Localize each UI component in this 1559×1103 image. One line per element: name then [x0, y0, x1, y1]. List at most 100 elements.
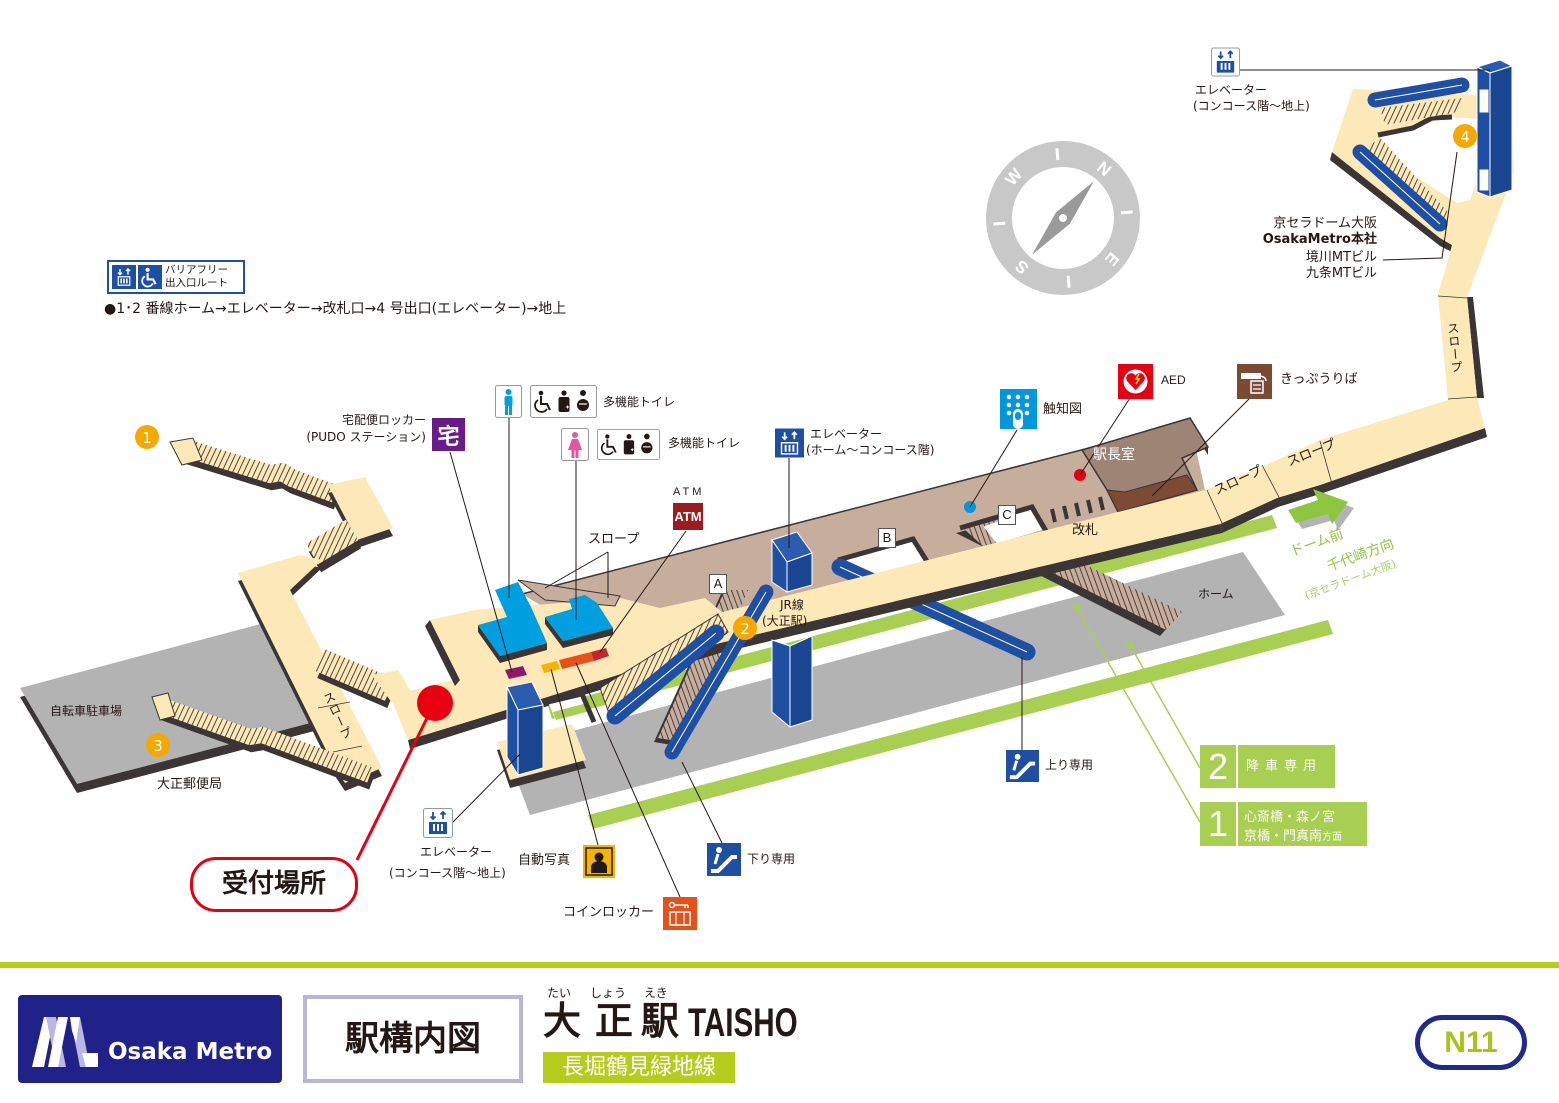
barrier-free-legend: バリアフリー 出入口ルート — [107, 260, 245, 294]
tactile-map-label: 触知図 — [1043, 402, 1083, 417]
exit-3-marker — [146, 733, 170, 757]
ticket-machine-icon — [1237, 364, 1272, 399]
toilet-women-shadow — [545, 617, 613, 648]
stair-b-label: B — [878, 528, 896, 548]
platform-area — [505, 552, 1285, 815]
vertical-slope — [1438, 295, 1477, 400]
coin-locker-spot — [559, 652, 594, 669]
track-2-label: 降車専用 — [1238, 745, 1335, 788]
slope-ramp — [517, 579, 621, 607]
stair-c-top — [962, 522, 998, 548]
left-slope — [238, 555, 382, 783]
track-1-destination-1: 心斎橋・森ノ宮 — [1244, 810, 1336, 825]
legend-title: バリアフリー 出入口ルート — [165, 264, 228, 290]
exit-4-number: 4 — [1460, 128, 1470, 146]
exit-3-stair — [157, 697, 373, 783]
compass-ticks — [993, 148, 1133, 288]
escalator-up-icon — [1005, 750, 1040, 782]
ticket-gates — [1050, 496, 1105, 523]
escalator-down-label: 下り専用 — [747, 852, 796, 866]
junction-stair — [315, 648, 395, 702]
toilet-label-2: 多機能トイレ — [668, 436, 741, 450]
station-name-char-1: 大 — [543, 999, 582, 1043]
slope-divider — [317, 701, 351, 709]
wheelchair-icon — [138, 265, 162, 289]
accessible-toilet-icons — [597, 428, 660, 461]
elevator-shaft-exit-4 — [1475, 59, 1514, 198]
barrier-free-route: ●1･2 番線ホーム→エレベーター→改札口→4 号出口(エレベーター)→地上 — [104, 301, 567, 317]
elevator-icon — [1211, 47, 1240, 77]
slope-divider — [332, 745, 363, 753]
track-2-number: 2 — [1200, 745, 1236, 788]
compass-center — [1059, 214, 1067, 222]
elevator-exit3-label-2: (コンコース階〜地上) — [389, 866, 506, 880]
exit-4-place-4: 九条MTビル — [1305, 266, 1377, 281]
toilet-label-1: 多機能トイレ — [603, 395, 676, 409]
elevator-platform-label-2: (ホーム〜コンコース階) — [806, 443, 935, 457]
escalator-1-lane-line — [614, 632, 717, 717]
delivery-locker-spot — [505, 666, 527, 679]
photo-booth-icon — [583, 845, 615, 878]
exit-4-escalator-upper-lane — [1374, 84, 1463, 101]
exit-2-number: 2 — [740, 620, 750, 638]
delivery-locker-label-1: 宅配便ロッカー — [341, 413, 426, 427]
document-title: 駅構内図 — [303, 995, 523, 1083]
escalator-down-icon — [707, 843, 741, 876]
track-1-direction-suffix: 方面 — [1322, 832, 1343, 843]
coin-locker-icon — [663, 897, 697, 930]
accessible-toilet-icons — [530, 385, 597, 418]
station-office-label: 駅長室 — [1093, 447, 1135, 463]
compass-ring — [986, 141, 1140, 295]
station-name-english: TAISHO — [688, 1001, 798, 1045]
right-slope-corridor — [1205, 398, 1485, 524]
toilet-men-shadow — [478, 625, 547, 663]
photo-booth-label: 自動写真 — [518, 853, 571, 868]
reception-location-dot — [417, 685, 453, 721]
atm-label: ATM — [673, 486, 705, 498]
toilet-women-icon — [561, 428, 589, 461]
corridor-notch-track — [553, 703, 590, 720]
bike-parking-label: 自転車駐車場 — [50, 704, 123, 718]
legend-line-2: 出入口ルート — [165, 277, 228, 289]
exit-2-marker — [733, 616, 757, 640]
osaka-metro-logo: Osaka Metro — [18, 995, 282, 1083]
legend-line-1: バリアフリー — [165, 264, 228, 276]
exit-1-stair — [179, 438, 339, 503]
delivery-locker-icon: 宅 — [432, 418, 465, 451]
elevator-shaft-street — [506, 681, 544, 777]
plaza-slope-label: スロープ — [588, 532, 640, 547]
concourse-edge — [521, 421, 1191, 595]
ruby-2: しょう — [590, 986, 627, 1000]
station-name-char-3: 駅 — [641, 999, 680, 1043]
slope-dividers — [1206, 440, 1333, 524]
track-leader-lines — [1073, 604, 1201, 823]
ticket-office-area — [1106, 474, 1198, 513]
ticket-gate-label: 改札 — [1072, 523, 1099, 538]
toilet-men — [478, 582, 547, 656]
exit-4-void-edge — [1377, 114, 1453, 138]
stair-c-label: C — [998, 505, 1016, 525]
elevator-shaft-platform-upper — [771, 531, 813, 593]
platform-label: ホーム — [1198, 587, 1234, 601]
escalator-up-label: 上り専用 — [1045, 758, 1094, 772]
compass: N E S W — [986, 141, 1140, 295]
station-code-badge: N11 — [1415, 1015, 1527, 1070]
exit-1-marker — [135, 425, 159, 449]
station-name-char-2: 正 — [595, 999, 634, 1043]
exit-4-place-1: 京セラドーム大阪 — [1273, 216, 1377, 231]
exit-4-place-3: 境川MTビル — [1305, 250, 1377, 265]
concourse-paid-area — [522, 422, 1205, 650]
aed-label: AED — [1161, 373, 1186, 387]
toilet-women — [545, 595, 613, 641]
exit-4-marker — [1453, 124, 1477, 148]
stair-b-edge — [837, 536, 931, 565]
elevator-platform-label-1: エレベーター — [810, 427, 883, 441]
tactile-map-icon — [1000, 389, 1037, 429]
slope-divider — [1437, 295, 1468, 299]
exit-2-label-2: (大正駅) — [762, 614, 808, 628]
exit-3-landing — [151, 692, 176, 721]
vertical-slope-shadow — [1467, 297, 1484, 398]
stair-c-opening — [975, 509, 1042, 545]
